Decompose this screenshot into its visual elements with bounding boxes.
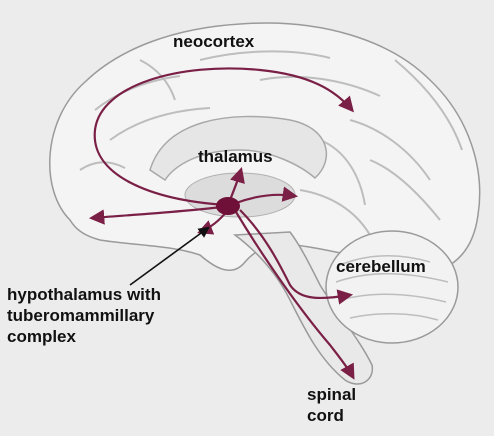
label-spinal-cord-line-2: cord bbox=[307, 405, 356, 426]
label-neocortex: neocortex bbox=[173, 31, 254, 52]
cerebellum-shape bbox=[326, 231, 458, 343]
label-hypothalamus-line-3: complex bbox=[7, 326, 161, 347]
label-hypothalamus: hypothalamus with tuberomammillary compl… bbox=[7, 284, 161, 347]
label-hypothalamus-line-1: hypothalamus with bbox=[7, 284, 161, 305]
tuberomammillary-nucleus bbox=[216, 197, 240, 215]
label-spinal-cord-line-1: spinal bbox=[307, 384, 356, 405]
label-cerebellum: cerebellum bbox=[336, 256, 426, 277]
label-hypothalamus-line-2: tuberomammillary bbox=[7, 305, 161, 326]
label-thalamus: thalamus bbox=[198, 146, 273, 167]
label-spinal-cord: spinal cord bbox=[307, 384, 356, 426]
